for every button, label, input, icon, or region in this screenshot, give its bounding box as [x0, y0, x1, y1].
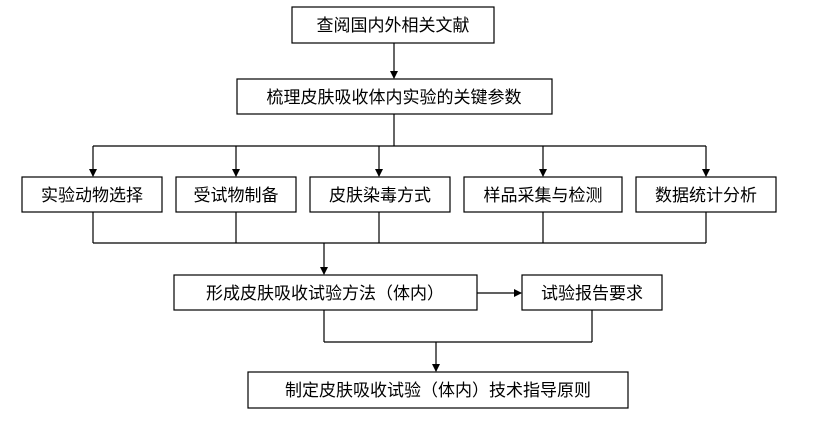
node-report-label: 试验报告要求 — [541, 284, 643, 304]
node-guideline: 制定皮肤吸收试验（体内）技术指导原则 — [247, 371, 629, 409]
node-test-substance: 受试物制备 — [175, 176, 297, 213]
node-report: 试验报告要求 — [521, 274, 663, 311]
node-exposure-label: 皮肤染毒方式 — [329, 186, 431, 206]
node-sort: 梳理皮肤吸收体内实验的关键参数 — [236, 78, 553, 115]
node-method: 形成皮肤吸收试验方法（体内） — [173, 274, 478, 311]
node-review: 查阅国内外相关文献 — [291, 6, 495, 44]
node-test-substance-label: 受试物制备 — [194, 186, 279, 206]
node-exposure: 皮肤染毒方式 — [309, 176, 451, 213]
node-animal: 实验动物选择 — [21, 176, 163, 213]
node-statistics-label: 数据统计分析 — [655, 186, 757, 206]
node-animal-label: 实验动物选择 — [41, 186, 143, 206]
node-sampling: 样品采集与检测 — [463, 176, 623, 213]
node-guideline-label: 制定皮肤吸收试验（体内）技术指导原则 — [285, 381, 591, 401]
node-sampling-label: 样品采集与检测 — [484, 186, 603, 206]
node-sort-label: 梳理皮肤吸收体内实验的关键参数 — [267, 88, 522, 108]
node-method-label: 形成皮肤吸收试验方法（体内） — [206, 284, 444, 304]
node-review-label: 查阅国内外相关文献 — [317, 16, 470, 36]
node-statistics: 数据统计分析 — [635, 176, 777, 213]
